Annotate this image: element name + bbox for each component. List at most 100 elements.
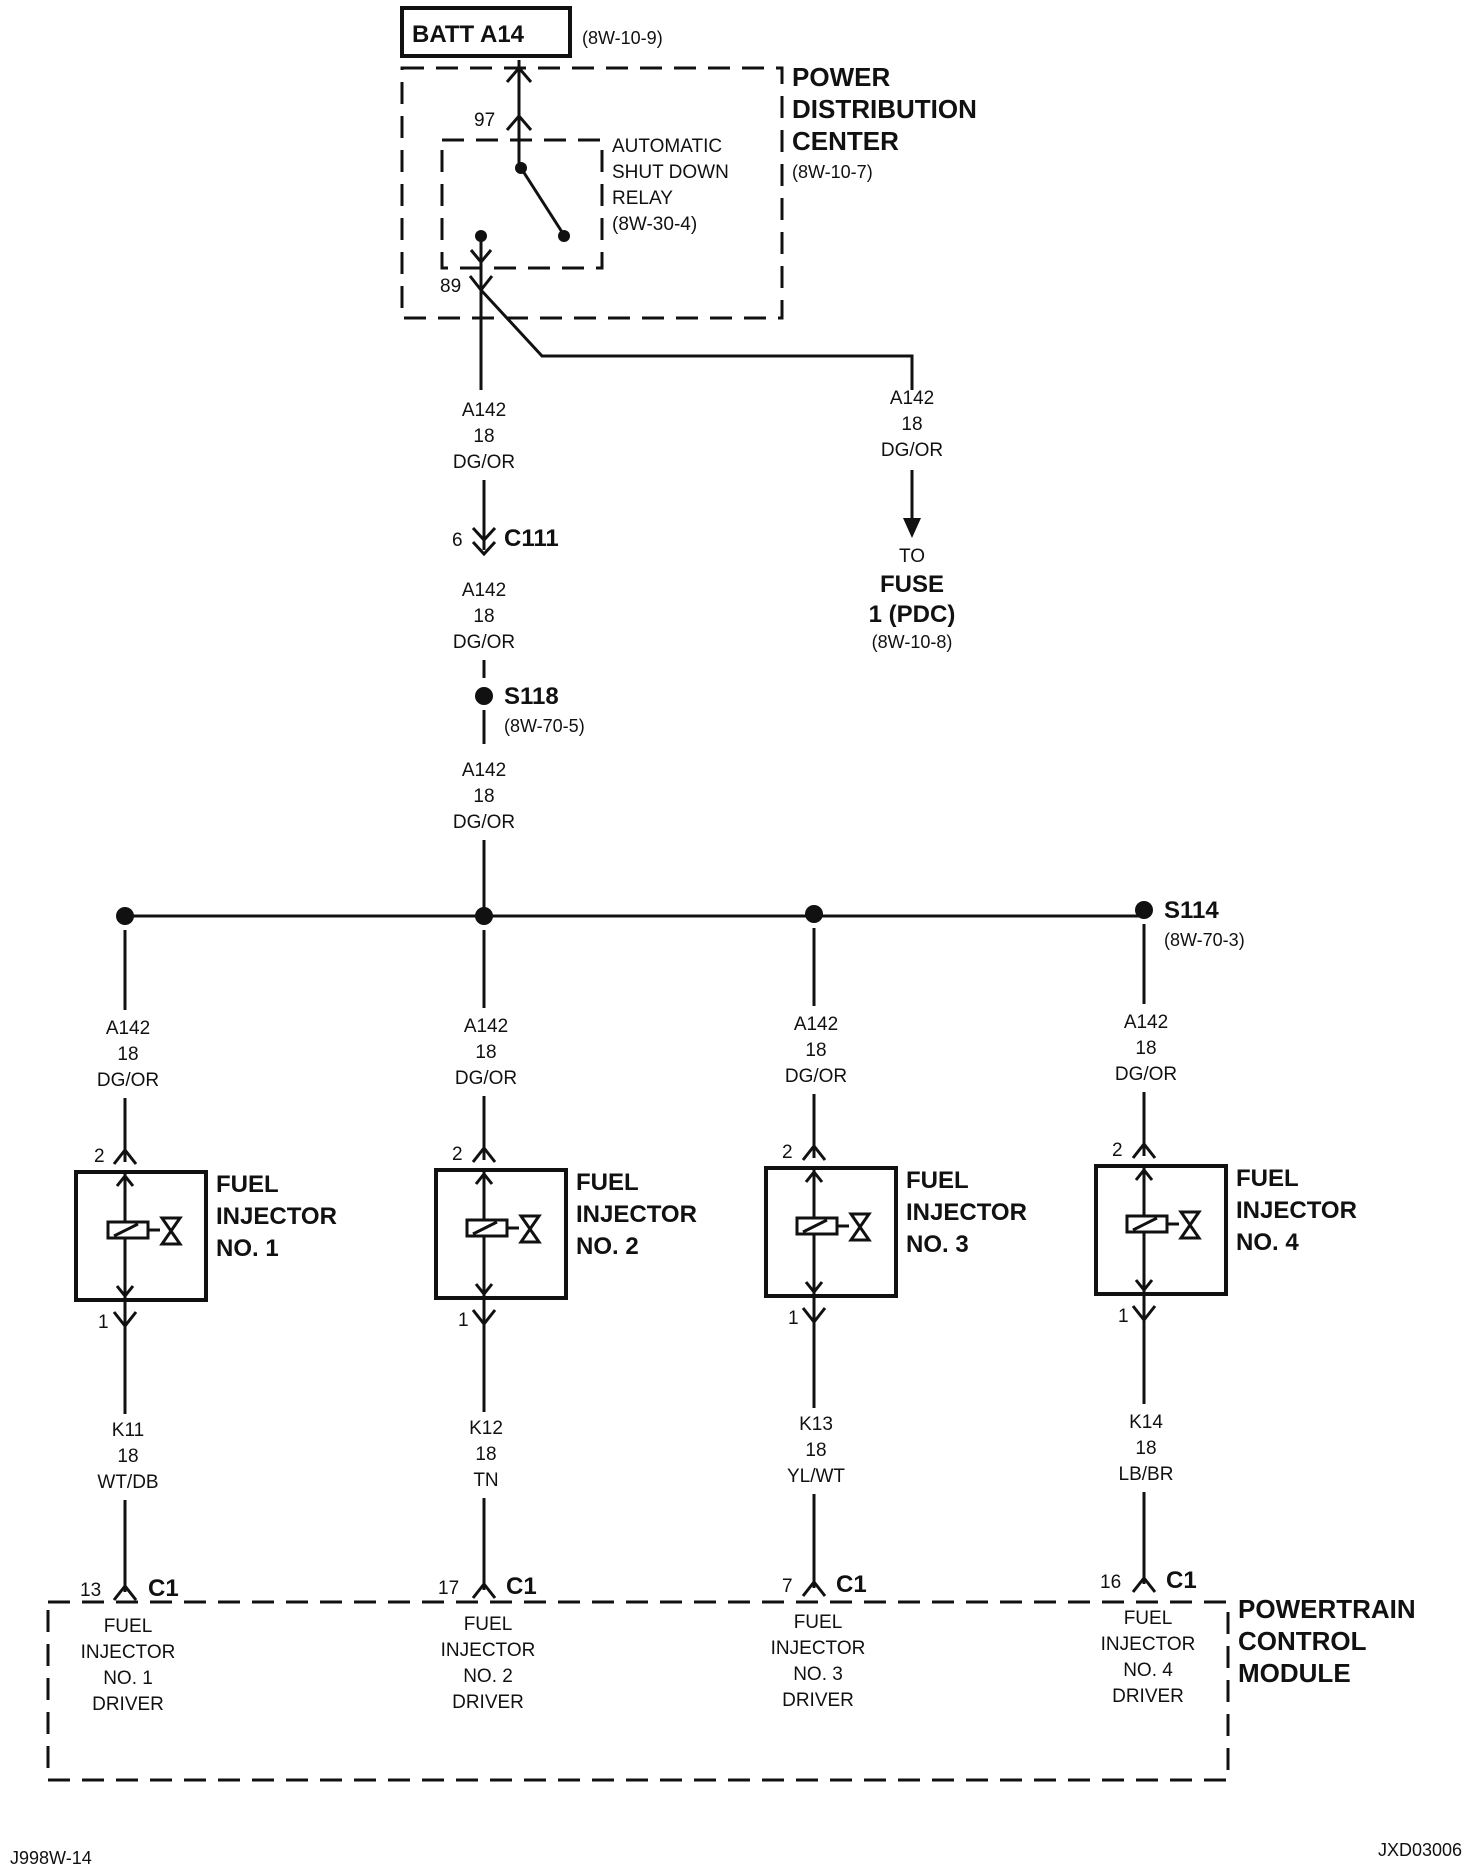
c111-label: C111 [504, 525, 559, 552]
arrow-to-fuse [903, 518, 921, 538]
inj3-gauge: 18 [805, 1440, 826, 1461]
inj4-wire-color: DG/OR [1115, 1064, 1177, 1085]
pdc-ref: (8W-10-7) [792, 162, 873, 182]
inj4-valve-icon [1178, 1210, 1202, 1240]
splice-dot-3 [805, 905, 823, 923]
inj1-d3: NO. 1 [103, 1668, 153, 1689]
inj3-d1: FUEL [794, 1612, 843, 1633]
inj3-d4: DRIVER [782, 1690, 854, 1711]
inj2-pcm-pin: 17 [438, 1578, 459, 1599]
fuse-to: TO [899, 546, 925, 567]
inj3-valve-icon [848, 1212, 872, 1242]
inj2-d2: INJECTOR [441, 1640, 536, 1661]
inj3-wire-color: DG/OR [785, 1066, 847, 1087]
inj3-d3: NO. 3 [793, 1664, 843, 1685]
wire-label-color-fuse: DG/OR [881, 440, 943, 461]
inj2-d4: DRIVER [452, 1692, 524, 1713]
inj4-gauge: 18 [1135, 1438, 1156, 1459]
inj1-pin-top: 2 [94, 1146, 105, 1167]
wire-label-gauge-2: 18 [473, 606, 494, 627]
inj4-box [1094, 1164, 1228, 1296]
wire-label-circuit-2: A142 [462, 580, 506, 601]
injector-2: A142 18 DG/OR 2 FUEL INJECTOR NO. 2 1 K1… [434, 930, 697, 1713]
inj4-pcm-connector [1131, 1575, 1157, 1593]
inj3-title-2: INJECTOR [906, 1199, 1027, 1226]
inj1-title-3: NO. 1 [216, 1235, 279, 1262]
relay-switch-arm [519, 167, 564, 233]
inj2-title-2: INJECTOR [576, 1201, 697, 1228]
relay-ref: (8W-30-4) [612, 214, 697, 235]
inj1-title-1: FUEL [216, 1171, 279, 1198]
inj2-wire-circuit: A142 [464, 1016, 508, 1037]
inj4-conn: C1 [1166, 1567, 1197, 1594]
relay-line2: SHUT DOWN [612, 162, 729, 183]
inj1-d2: INJECTOR [81, 1642, 176, 1663]
inj2-wire-gauge: 18 [475, 1042, 496, 1063]
inj4-title-1: FUEL [1236, 1165, 1299, 1192]
inj4-connector-top [1131, 1141, 1157, 1159]
splice-s114 [1135, 901, 1153, 919]
inj3-ckt: K13 [799, 1414, 833, 1435]
relay-pin-out: 89 [440, 276, 461, 297]
wire-label-color-1: DG/OR [453, 452, 515, 473]
inj1-wire-circuit: A142 [106, 1018, 150, 1039]
inj1-wire-color: DG/OR [97, 1070, 159, 1091]
pdc-line1: POWER [792, 62, 890, 92]
wire-label-gauge-fuse: 18 [901, 414, 922, 435]
inj4-pin-bot: 1 [1118, 1306, 1129, 1327]
relay-box [440, 138, 604, 270]
wire-label-circuit-3: A142 [462, 760, 506, 781]
pcm-box [46, 1600, 1230, 1782]
relay-line3: RELAY [612, 188, 673, 209]
splice-dot-2 [475, 907, 493, 925]
inj3-d2: INJECTOR [771, 1638, 866, 1659]
inj2-pcm-connector [471, 1581, 497, 1599]
inj2-title-1: FUEL [576, 1169, 639, 1196]
inj1-d4: DRIVER [92, 1694, 164, 1715]
inj3-title-1: FUEL [906, 1167, 969, 1194]
inj2-d3: NO. 2 [463, 1666, 513, 1687]
inj1-wire-gauge: 18 [117, 1044, 138, 1065]
inj4-d4: DRIVER [1112, 1686, 1184, 1707]
pcm-line1: POWERTRAIN [1238, 1594, 1416, 1624]
inj4-d2: INJECTOR [1101, 1634, 1196, 1655]
inj2-box [434, 1168, 568, 1300]
inj4-pcm-pin: 16 [1100, 1572, 1121, 1593]
pdc-box [400, 66, 784, 320]
inj1-box [74, 1170, 208, 1302]
inj3-box [764, 1166, 898, 1298]
inj1-color: WT/DB [97, 1472, 158, 1493]
inj1-valve-icon [159, 1216, 183, 1246]
injector-1: A142 18 DG/OR 2 FUEL INJECTOR NO. 1 1 K1… [74, 930, 337, 1715]
inj4-ckt: K14 [1129, 1412, 1163, 1433]
pdc-line3: CENTER [792, 126, 899, 156]
inj3-wire-circuit: A142 [794, 1014, 838, 1035]
inj2-d1: FUEL [464, 1614, 513, 1635]
batt-label: BATT A14 [412, 21, 525, 48]
inj3-pcm-pin: 7 [782, 1576, 793, 1597]
inj2-gauge: 18 [475, 1444, 496, 1465]
wire-label-circuit-1: A142 [462, 400, 506, 421]
inj4-pin-top: 2 [1112, 1140, 1123, 1161]
inj4-title-3: NO. 4 [1236, 1229, 1299, 1256]
inj4-d1: FUEL [1124, 1608, 1173, 1629]
inj4-wire-circuit: A142 [1124, 1012, 1168, 1033]
inj3-pcm-connector [801, 1579, 827, 1597]
c111-connector-lower [471, 540, 497, 557]
splice-s118 [475, 687, 493, 705]
inj1-d1: FUEL [104, 1616, 153, 1637]
inj1-pcm-pin: 13 [80, 1580, 101, 1601]
inj1-title-2: INJECTOR [216, 1203, 337, 1230]
wire-label-circuit-fuse: A142 [890, 388, 934, 409]
relay-line1: AUTOMATIC [612, 136, 722, 157]
s114-ref: (8W-70-3) [1164, 930, 1245, 950]
c111-pin: 6 [452, 530, 463, 551]
wire-label-gauge-1: 18 [473, 426, 494, 447]
wire-label-color-2: DG/OR [453, 632, 515, 653]
inj2-connector-top [471, 1145, 497, 1163]
s114-label: S114 [1164, 897, 1219, 924]
inj3-connector-top [801, 1143, 827, 1161]
inj4-title-2: INJECTOR [1236, 1197, 1357, 1224]
inj2-pin-bot: 1 [458, 1310, 469, 1331]
